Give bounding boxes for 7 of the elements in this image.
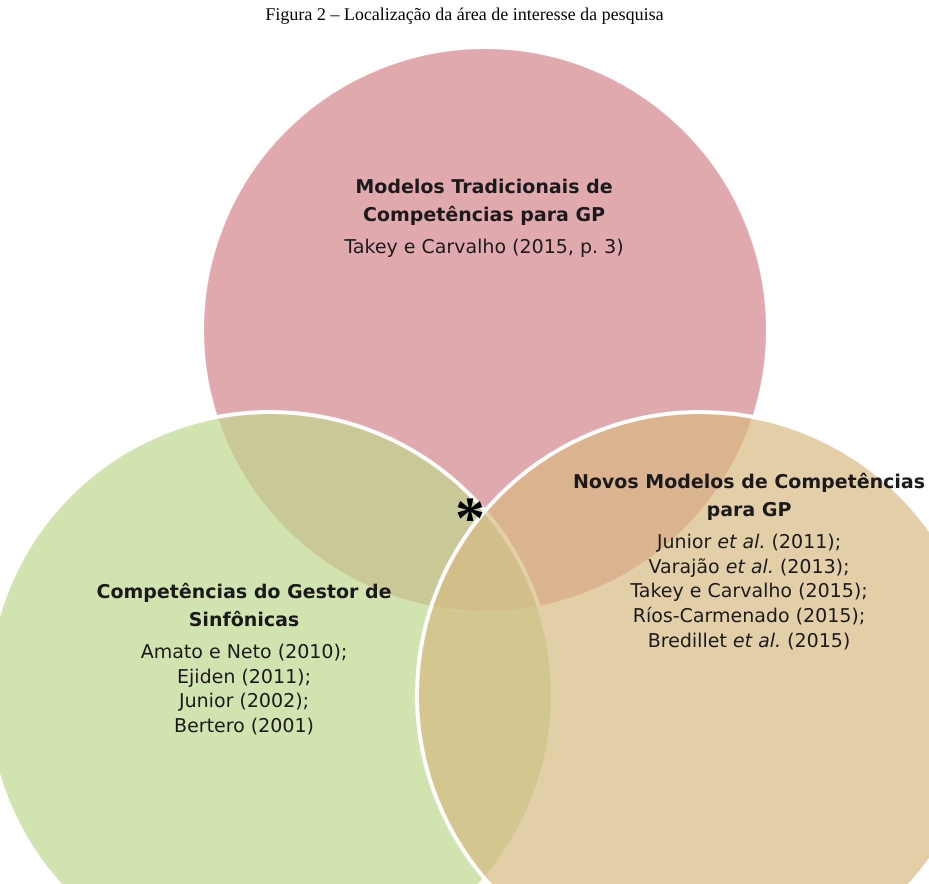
circle-heading: Competências do Gestor de Sinfônicas — [96, 580, 392, 633]
reference-list: Takey e Carvalho (2015, p. 3) — [294, 235, 674, 260]
reference-list: Junior et al. (2011); Varajão et al. (2013); Takey e Carvalho (2015); Ríos-Carmenado (2015); Bredillet et al. (2015) — [549, 530, 929, 654]
asterisk-mark: * — [455, 488, 485, 548]
reference-list: Amato e Neto (2010); Ejiden (2011); Junior (2002); Bertero (2001) — [64, 640, 424, 739]
figure-title: Figura 2 – Localização da área de interesse da pesquisa — [264, 4, 665, 25]
circle-heading: Modelos Tradicionais de Competências para GP — [354, 175, 614, 228]
